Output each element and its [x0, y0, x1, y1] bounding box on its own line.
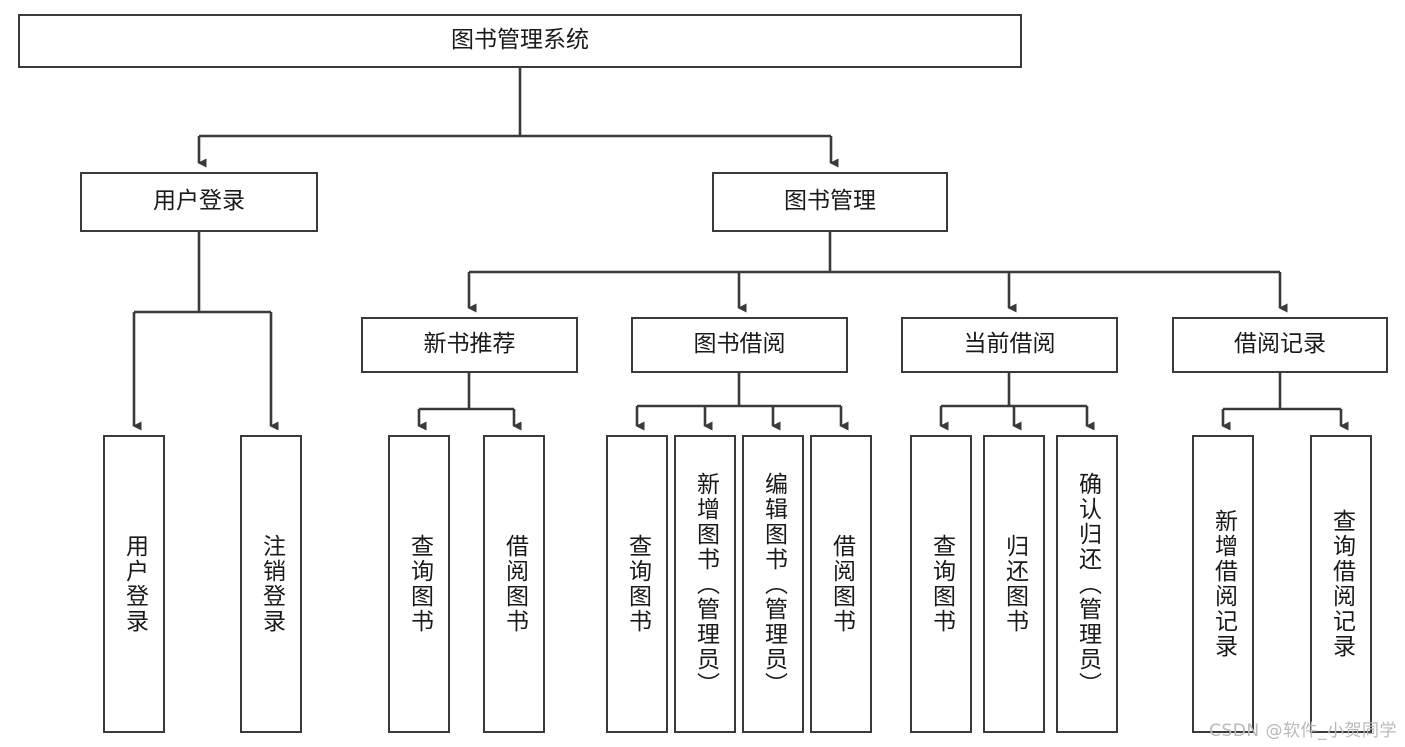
node-leaf-user-login[interactable]: 用户登录 — [103, 435, 165, 733]
node-label: 归还图书 — [1001, 534, 1028, 634]
node-label: 新增图书（管理员） — [692, 471, 719, 697]
node-label: 借阅图书 — [501, 534, 528, 634]
node-book-management-system[interactable]: 图书管理系统 — [18, 14, 1022, 68]
node-label: 借阅图书 — [828, 534, 855, 634]
node-leaf-return-book[interactable]: 归还图书 — [983, 435, 1045, 733]
node-label: 用户登录 — [121, 534, 148, 634]
node-current-borrow[interactable]: 当前借阅 — [901, 317, 1118, 373]
node-leaf-borrow-book-recommend[interactable]: 借阅图书 — [483, 435, 545, 733]
node-leaf-user-logout[interactable]: 注销登录 — [240, 435, 302, 733]
watermark-text: CSDN @软件_小贺同学 — [1209, 721, 1397, 741]
node-leaf-add-borrow-record[interactable]: 新增借阅记录 — [1192, 435, 1254, 733]
node-label: 图书管理系统 — [451, 27, 589, 54]
node-label: 查询图书 — [928, 534, 955, 634]
node-label: 新增借阅记录 — [1210, 509, 1237, 659]
node-label: 查询图书 — [624, 534, 651, 634]
node-label: 新书推荐 — [423, 331, 516, 358]
node-label: 编辑图书（管理员） — [760, 471, 787, 697]
node-book-management[interactable]: 图书管理 — [712, 172, 948, 232]
node-label: 借阅记录 — [1234, 331, 1326, 358]
node-label: 确认归还（管理员） — [1074, 471, 1101, 697]
node-leaf-edit-book-admin[interactable]: 编辑图书（管理员） — [742, 435, 804, 733]
node-leaf-query-book-current[interactable]: 查询图书 — [910, 435, 972, 733]
node-leaf-query-borrow-record[interactable]: 查询借阅记录 — [1310, 435, 1372, 733]
node-user-login[interactable]: 用户登录 — [80, 172, 318, 232]
node-label: 查询图书 — [406, 534, 433, 634]
node-leaf-add-book-admin[interactable]: 新增图书（管理员） — [674, 435, 736, 733]
node-label: 用户登录 — [153, 188, 245, 215]
node-leaf-confirm-return-admin[interactable]: 确认归还（管理员） — [1056, 435, 1118, 733]
node-label: 图书借阅 — [693, 331, 786, 358]
node-label: 图书管理 — [784, 188, 876, 215]
node-new-book-recommend[interactable]: 新书推荐 — [361, 317, 578, 373]
node-label: 查询借阅记录 — [1328, 509, 1355, 659]
node-leaf-query-book-recommend[interactable]: 查询图书 — [388, 435, 450, 733]
node-label: 注销登录 — [258, 534, 285, 634]
node-leaf-query-book-borrow[interactable]: 查询图书 — [606, 435, 668, 733]
node-borrow-record[interactable]: 借阅记录 — [1172, 317, 1388, 373]
node-leaf-borrow-book[interactable]: 借阅图书 — [810, 435, 872, 733]
node-label: 当前借阅 — [963, 331, 1056, 358]
node-book-borrow[interactable]: 图书借阅 — [631, 317, 848, 373]
